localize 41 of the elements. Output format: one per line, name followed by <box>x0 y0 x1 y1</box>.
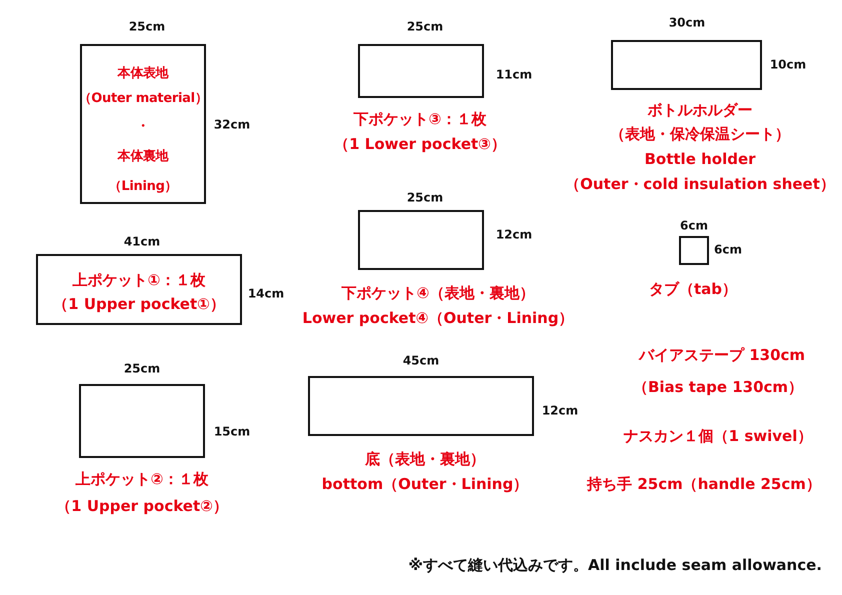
dimension-label: 25cm <box>124 362 160 376</box>
piece-label: （Outer・cold insulation sheet） <box>565 176 835 192</box>
dimension-label: 30cm <box>668 16 706 30</box>
dimension-label: 10cm <box>770 58 806 72</box>
piece-label: 本体表地 <box>118 66 168 82</box>
dimension-label: 15cm <box>214 425 250 439</box>
dimension-label: 14cm <box>248 287 284 301</box>
material-label: ナスカン１個（1 swivel） <box>624 428 812 444</box>
piece-label: 下ポケット③：１枚 <box>354 110 486 128</box>
dimension-label: 45cm <box>402 354 440 368</box>
piece-label: （表地・保冷保温シート） <box>610 126 790 142</box>
piece-label: 本体裏地 <box>118 150 168 164</box>
piece-label: 上ポケット②：１枚 <box>76 470 208 488</box>
dimension-label: 25cm <box>128 20 166 34</box>
piece-label: （1 Upper pocket①） <box>53 296 225 312</box>
material-label: （Bias tape 130cm） <box>632 378 804 396</box>
piece-label: （1 Lower pocket③） <box>334 136 506 152</box>
piece-label: Bottle holder <box>644 150 756 168</box>
piece-label: ボトルホルダー <box>648 102 752 118</box>
piece-label: Lower pocket④（Outer・Lining） <box>302 310 574 326</box>
material-label: バイアステープ 130cm <box>638 346 806 364</box>
dimension-label: 12cm <box>496 228 532 242</box>
dimension-label: 41cm <box>124 235 160 249</box>
piece-label: 底（表地・裏地） <box>365 450 485 468</box>
dimension-label: 11cm <box>496 68 532 82</box>
piece-label: タブ（tab） <box>648 280 738 298</box>
dimension-label: 25cm <box>406 20 444 34</box>
dimension-label: 25cm <box>406 191 444 205</box>
piece-label: 下ポケット④（表地・裏地） <box>342 284 534 302</box>
piece-label: （1 Upper pocket②） <box>56 498 228 514</box>
piece-label: （Outer material） <box>78 92 208 106</box>
material-label: 持ち手 25cm（handle 25cm） <box>587 476 821 492</box>
dimension-label: 6cm <box>714 243 742 257</box>
piece-label: bottom（Outer・Lining） <box>322 476 528 492</box>
piece-label: ・ <box>136 120 150 134</box>
dimension-label: 6cm <box>680 219 708 233</box>
note-text: ※すべて縫い代込みです。All include seam allowance. <box>408 556 822 574</box>
dimension-label: 12cm <box>542 404 578 418</box>
piece-label: （Lining） <box>108 180 178 194</box>
piece-label: 上ポケット①：１枚 <box>72 272 206 288</box>
dimension-label: 32cm <box>214 118 250 132</box>
